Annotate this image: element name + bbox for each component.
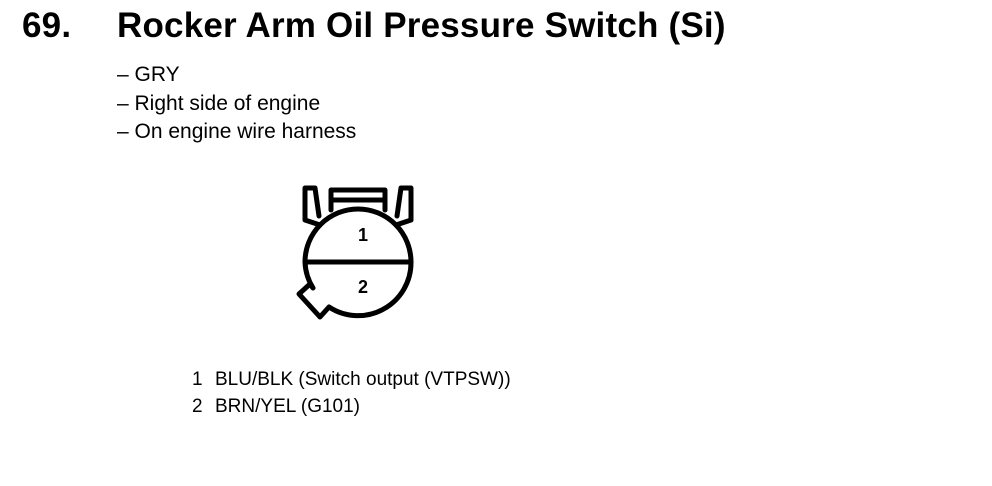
pinout-list: 1 BLU/BLK (Switch output (VTPSW)) 2 BRN/YE… — [192, 366, 511, 420]
title-text: Rocker Arm Oil Pressure Switch (Si) — [117, 6, 726, 45]
cavity-label-2: 2 — [358, 277, 368, 297]
pin-description: BLU/BLK (Switch output (VTPSW)) — [215, 369, 511, 390]
pinout-row-1: 1 BLU/BLK (Switch output (VTPSW)) — [192, 366, 511, 393]
pin-description: BRN/YEL (G101) — [215, 396, 361, 417]
note-location: – Right side of engine — [117, 91, 321, 115]
connector-diagram: 1 2 — [296, 185, 414, 320]
pin-number: 2 — [192, 396, 203, 417]
note-harness: – On engine wire harness — [117, 120, 357, 143]
cavity-label-1: 1 — [358, 225, 368, 245]
right-latch — [393, 185, 414, 228]
left-latch — [302, 185, 323, 228]
connector-notes: – GRY – Right side of engine – On engine… — [117, 61, 356, 147]
note-color: – GRY — [117, 63, 180, 86]
pin-number: 1 — [192, 369, 203, 390]
item-number: 69. — [22, 6, 72, 45]
pinout-row-2: 2 BRN/YEL (G101) — [192, 393, 511, 420]
